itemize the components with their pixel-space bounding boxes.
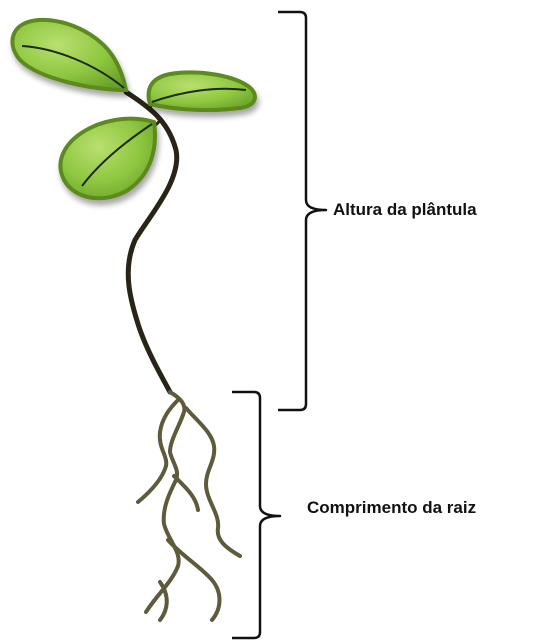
leaf-lower (60, 119, 155, 199)
leaf-right (149, 73, 255, 111)
root-system (138, 392, 240, 620)
leaf-top-left (12, 20, 126, 90)
root-branch-3 (174, 476, 198, 510)
bracket-root-length (232, 392, 280, 638)
bracket-seedling-height (278, 12, 326, 410)
root-length-label: Comprimento da raiz (307, 498, 476, 518)
seedling-height-label: Altura da plântula (333, 200, 477, 220)
root-main (146, 392, 184, 612)
root-branch-2 (186, 408, 240, 556)
